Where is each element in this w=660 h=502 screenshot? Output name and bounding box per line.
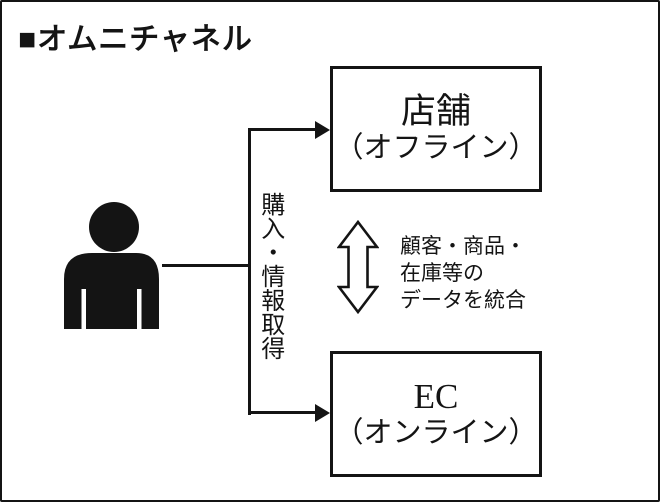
store-channel-box: 店舗 （オフライン） bbox=[330, 66, 542, 192]
person-connector-line bbox=[162, 264, 250, 267]
arrow-line bbox=[248, 128, 316, 131]
ec-channel-mode: （オンライン） bbox=[334, 417, 538, 450]
ec-channel-name: EC bbox=[413, 377, 459, 417]
diagram-title: ■オムニチャネル bbox=[18, 23, 253, 56]
double-arrow-icon bbox=[337, 220, 379, 314]
ec-channel-box: EC （オンライン） bbox=[330, 351, 542, 477]
store-channel-name: 店舗 bbox=[400, 92, 471, 132]
sync-description: 顧客・商品・ 在庫等の データを統合 bbox=[400, 233, 526, 314]
sync-description-line: データを統合 bbox=[400, 288, 526, 312]
arrowhead-right-icon bbox=[315, 403, 330, 422]
person-icon bbox=[64, 202, 159, 330]
sync-description-line: 在庫等の bbox=[400, 261, 484, 285]
store-channel-mode: （オフライン） bbox=[334, 132, 538, 165]
arrowhead-right-icon bbox=[315, 120, 330, 139]
sync-description-line: 顧客・商品・ bbox=[400, 234, 526, 258]
person-action-label: 購入・情報取得 bbox=[256, 192, 283, 360]
branch-line bbox=[248, 128, 251, 415]
arrow-line bbox=[248, 411, 316, 414]
